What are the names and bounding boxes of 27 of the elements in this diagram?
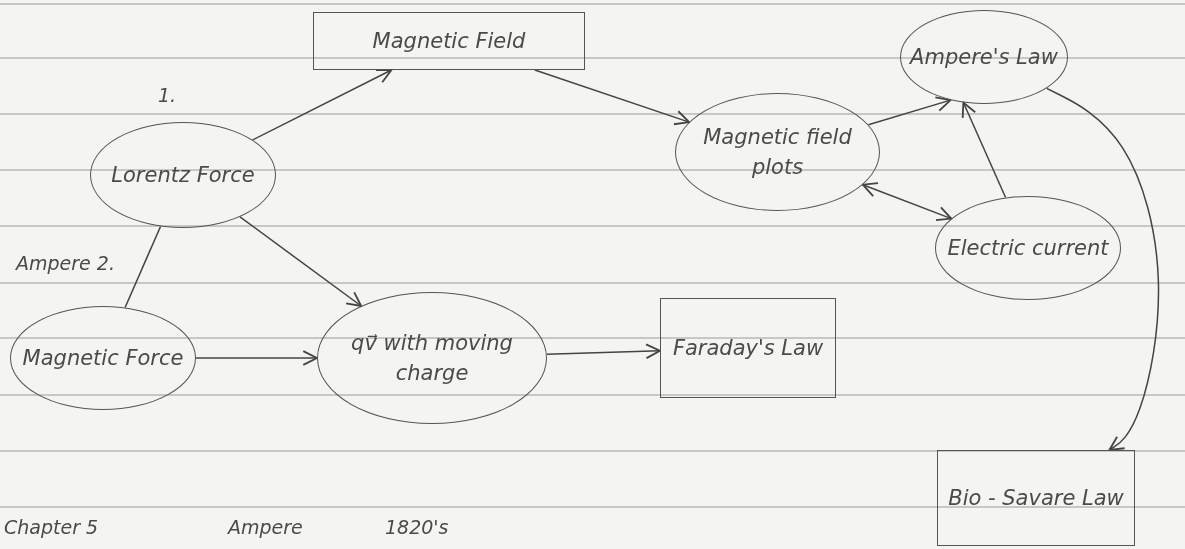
node-annotation: 1. [158,84,177,106]
concept-label: Ampere's Law [908,43,1059,71]
concept-label: Magnetic Field [371,27,527,55]
arrow [861,182,953,221]
arrow [195,350,318,366]
concept-box [660,298,836,398]
connector-line [124,225,162,309]
arrow [1045,87,1160,451]
arrow [251,69,393,141]
concept-label: qv⃗ with moving charge [350,329,514,387]
node-annotation: Ampere 2. [16,252,115,274]
concept-label: Magnetic Force [21,344,185,372]
note-text: Ampere [228,516,303,538]
arrow [239,216,363,307]
note-text: Chapter 5 [4,516,99,538]
concept-box [937,450,1135,546]
concept-label: Faraday's Law [671,334,825,362]
arrow [546,343,661,359]
arrow [534,69,690,126]
arrow [867,96,952,126]
note-text: 1820's [385,516,449,538]
arrow [961,101,1007,199]
concept-label: Bio - Savare Law [947,484,1125,512]
concept-label: Lorentz Force [110,161,256,189]
concept-label: Magnetic field plots [702,123,853,181]
concept-label: Electric current [946,234,1110,262]
concept-box [313,12,585,70]
